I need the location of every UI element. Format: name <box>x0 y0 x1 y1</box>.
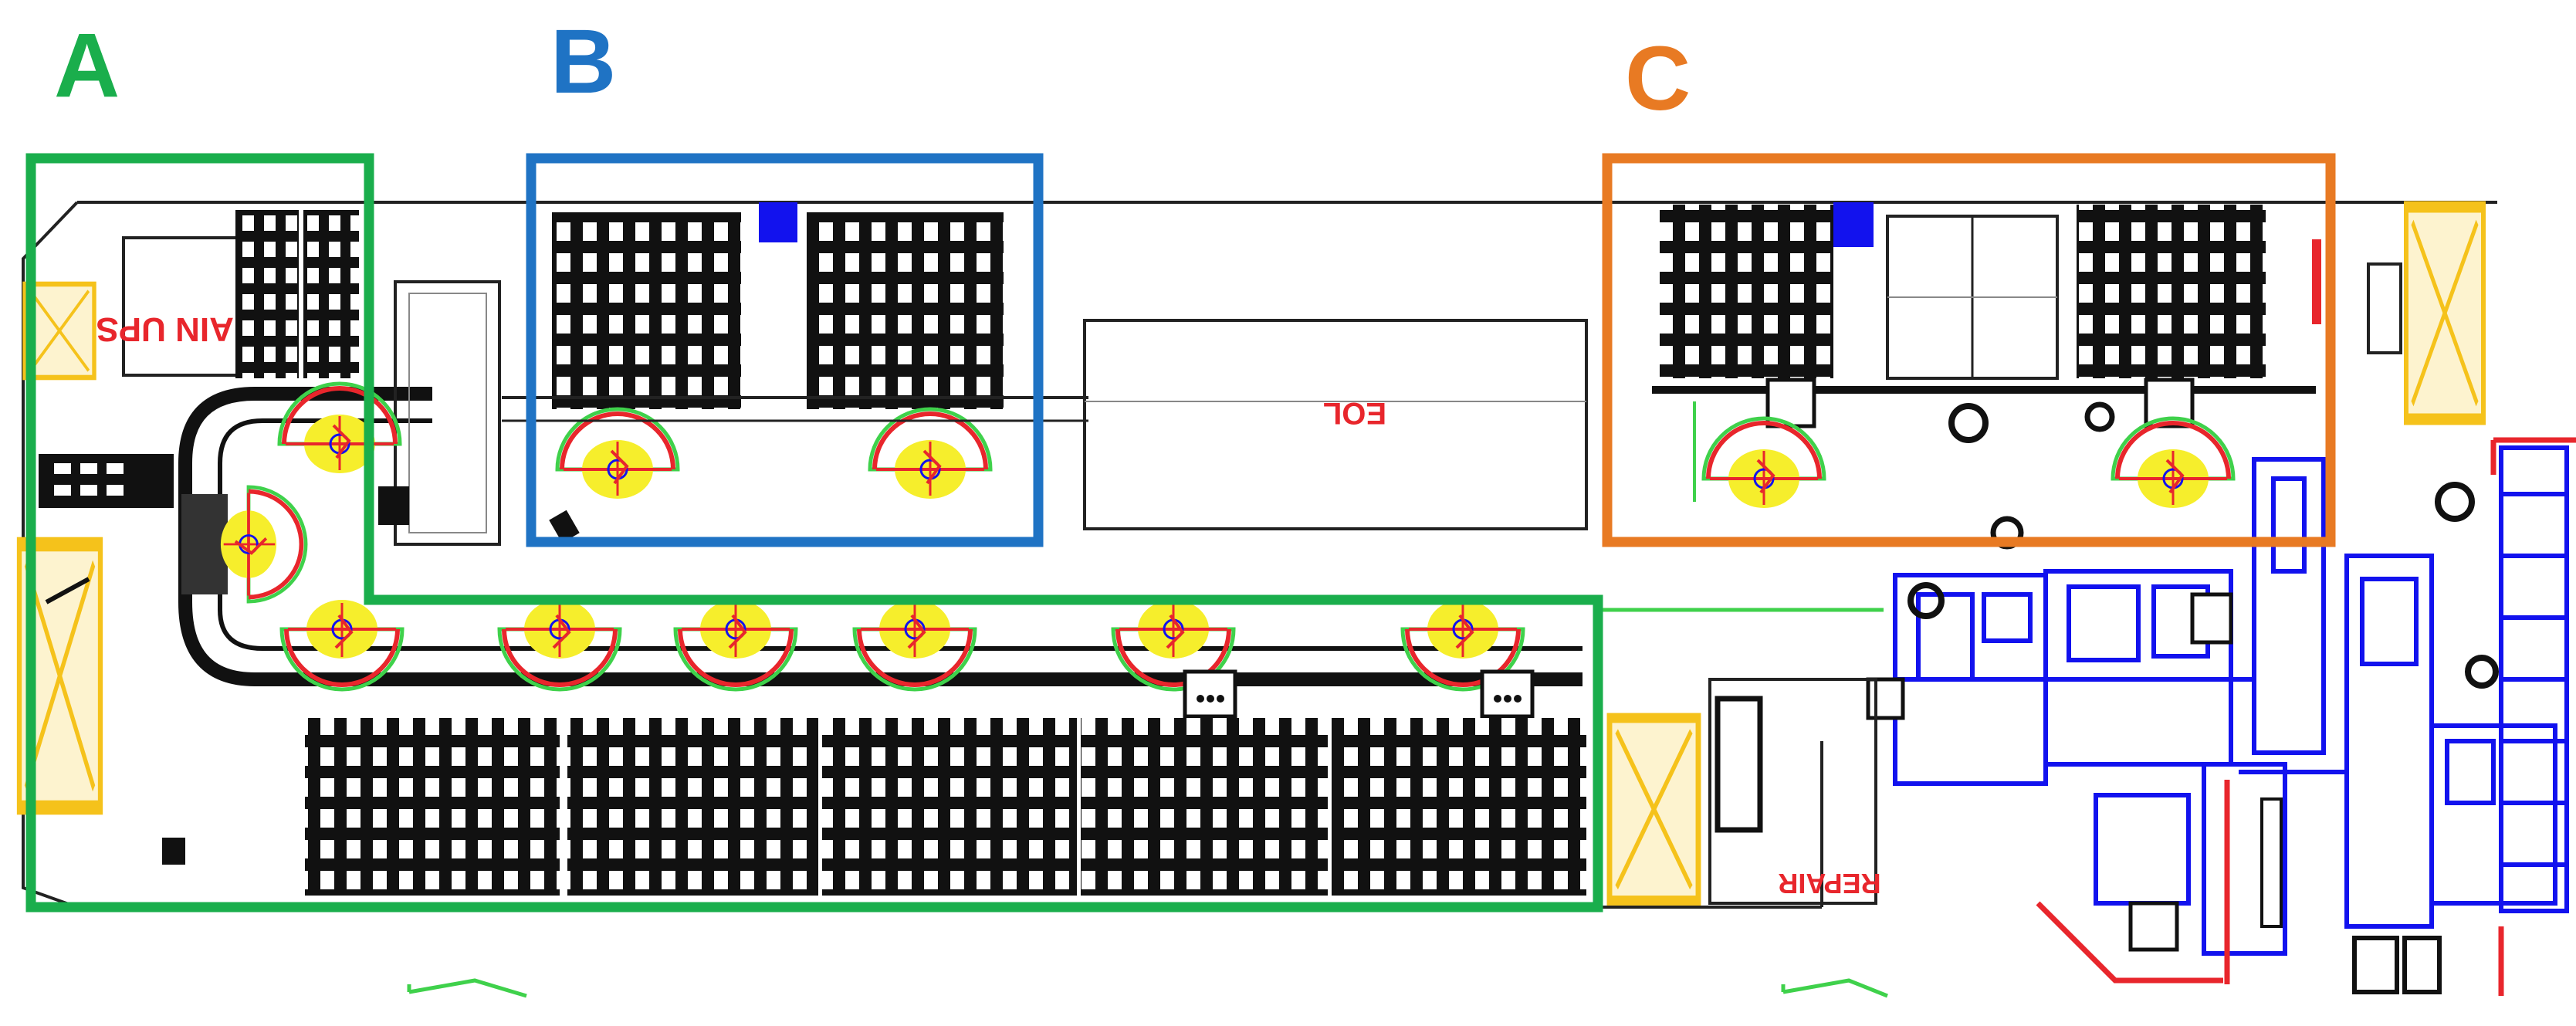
zone-c-rack-1 <box>1660 205 1833 378</box>
ups-rack-1 <box>235 210 299 378</box>
zone-a-outline <box>25 153 1603 913</box>
green-markers <box>407 608 1888 998</box>
zone-c-outline <box>1602 153 2336 547</box>
staging-area-right <box>2406 207 2483 419</box>
zone-b-blue-unit <box>759 202 797 242</box>
repair-area: REPAIR <box>1610 678 1881 903</box>
main-ups-box <box>122 236 241 377</box>
zone-c-blue-unit <box>1833 202 1874 247</box>
machinery-details <box>1866 207 2499 994</box>
red-safety-lines <box>2036 437 2576 996</box>
main-ups-label: MAIN UPS <box>96 310 262 348</box>
robot-c-2 <box>2113 418 2233 508</box>
zone-a-label: A <box>54 15 120 117</box>
eol-label: EOL <box>1323 396 1386 430</box>
zone-c-label: C <box>1625 28 1691 130</box>
bottom-rack-3 <box>822 718 1077 896</box>
bottom-rack-4 <box>1081 718 1328 896</box>
zone-c-equipment <box>1652 202 2321 508</box>
conveyor-box-2 <box>1480 669 1535 719</box>
robot-b-1 <box>557 409 678 499</box>
robot-a-loop-side <box>221 487 306 601</box>
zone-c-rack-2 <box>2077 205 2266 378</box>
ups-rack-2 <box>303 210 359 378</box>
zone-b-equipment <box>502 202 1088 543</box>
robot-b-2 <box>870 409 990 499</box>
zone-b-outline <box>526 153 1044 547</box>
staging-area-repair <box>1610 718 1698 901</box>
zone-b-rack-1 <box>552 212 741 409</box>
repair-label: REPAIR <box>1778 868 1880 899</box>
left-conveyor <box>39 454 174 508</box>
zone-b-label: B <box>550 11 616 113</box>
zone-a-equipment: MAIN UPS <box>19 210 1586 896</box>
loop-conveyor <box>178 387 1582 686</box>
eol-area: EOL <box>1083 319 1588 530</box>
bottom-rack-1 <box>305 718 560 896</box>
robot-c-1 <box>1704 418 1824 508</box>
bottom-rack-5 <box>1332 718 1586 896</box>
conveyor-box-1 <box>1183 669 1237 719</box>
loop-station-1 <box>394 280 501 546</box>
zone-b-rack-2 <box>807 212 1004 409</box>
bottom-rack-2 <box>567 718 818 896</box>
